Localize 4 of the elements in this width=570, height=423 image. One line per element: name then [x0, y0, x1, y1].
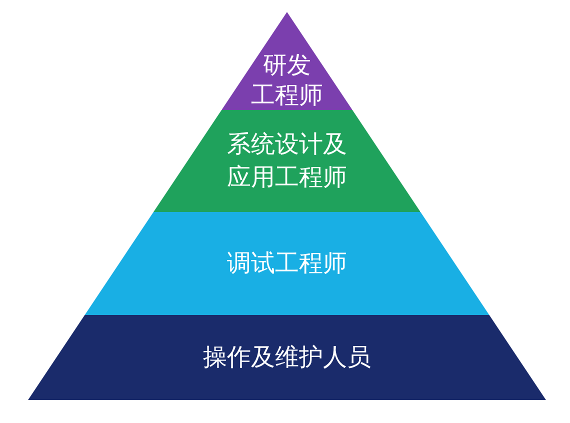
tier-label: 研发工程师: [250, 50, 323, 110]
tier-label: 操作及维护人员: [202, 342, 372, 373]
tier-label: 调试工程师: [226, 248, 348, 279]
tier-label: 系统设计及应用工程师: [226, 129, 348, 193]
